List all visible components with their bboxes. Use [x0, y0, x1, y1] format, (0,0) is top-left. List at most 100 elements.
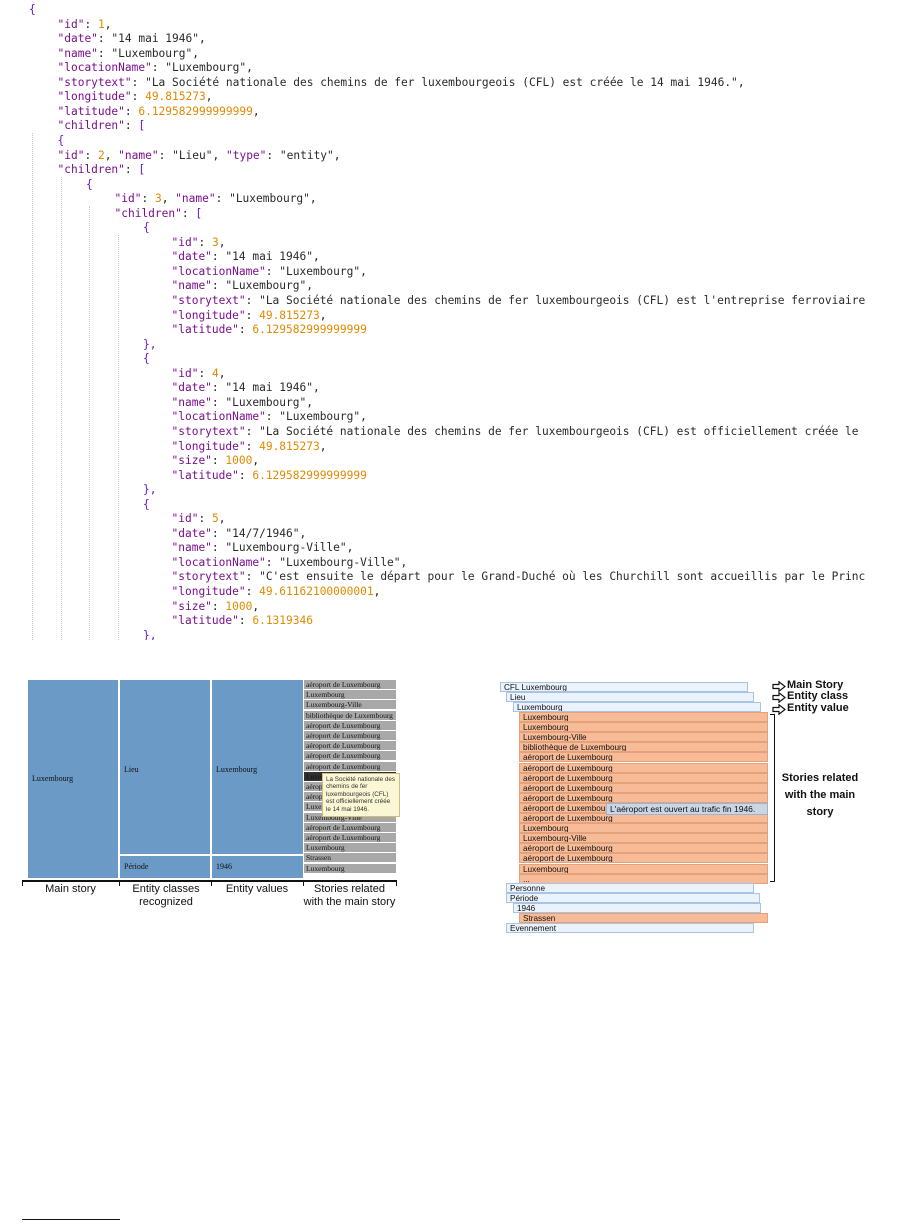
tree-story-row[interactable]: Luxembourg — [519, 823, 768, 834]
treemap-story-cell[interactable]: aéroport de Luxembourg — [304, 751, 396, 762]
tree-story-row[interactable]: aéroport de Luxembourg — [519, 853, 768, 864]
treemap-value-1946[interactable]: 1946 — [211, 855, 304, 879]
code-token: , — [299, 526, 307, 540]
code-token: 3 — [154, 192, 162, 206]
code-token: "Luxembourg" — [225, 395, 307, 409]
code-token: : — [198, 512, 212, 526]
code-token: "La Société nationale des chemins de fer… — [145, 75, 738, 89]
tree-story-row[interactable]: Luxembourg — [519, 712, 768, 722]
treemap-story-cell[interactable]: Luxembourg-Ville — [304, 700, 396, 711]
code-line: "name": "Luxembourg", — [172, 395, 313, 410]
code-token: "id" — [171, 235, 199, 249]
code-token: , — [252, 104, 260, 118]
code-token: "date" — [171, 526, 212, 540]
tree-story-row[interactable]: aéroport de Luxembourg — [519, 762, 768, 773]
tree-story-row[interactable]: aéroport de Luxembourg — [519, 752, 768, 763]
treemap-story-cell[interactable]: Strassen — [304, 853, 396, 864]
stories-bracket — [770, 714, 775, 882]
tree-story-row[interactable]: Luxembourg-Ville — [519, 732, 768, 743]
code-token: "Luxembourg" — [165, 61, 247, 75]
treemap-main-story[interactable]: Luxembourg — [27, 679, 119, 879]
code-line: "children": [ — [115, 206, 203, 221]
code-token: { — [86, 177, 93, 191]
code-line: "date": "14 mai 1946", — [58, 31, 206, 46]
code-token: , — [161, 192, 176, 206]
treemap-story-cell[interactable]: Luxembourg — [304, 690, 396, 701]
legend-main-story: Main Story — [787, 679, 844, 691]
code-token: , — [309, 192, 317, 206]
treemap-axis-line — [22, 880, 397, 882]
treemap-axis-tick — [211, 880, 212, 886]
treemap-story-cell[interactable]: Luxembourg-Ville — [304, 812, 396, 823]
code-token: : — [124, 119, 139, 133]
tree-story-row[interactable]: aéroport de Luxembourg — [519, 772, 768, 783]
legend-entity-class: Entity class — [787, 690, 849, 702]
treemap-story-cell[interactable]: bibliothèque de Luxembourg — [304, 710, 396, 721]
code-token: 1000 — [225, 454, 253, 468]
code-token: 6.129582999999999 — [252, 468, 367, 482]
code-line: "latitude": 6.1319346 — [172, 613, 313, 628]
indent-guide — [89, 205, 90, 640]
code-token: 1000 — [225, 599, 253, 613]
code-token: , — [373, 585, 381, 598]
code-token: , — [360, 410, 367, 424]
code-token: : — [238, 323, 253, 337]
tree-story-row[interactable]: aéroport de Luxembourg — [519, 843, 768, 854]
tree-root-main-story[interactable]: CFL Luxembourg — [500, 682, 748, 692]
treemap-story-cell[interactable]: Luxembourg — [304, 863, 396, 874]
code-token: "Luxembourg" — [279, 410, 361, 424]
code-token: : — [151, 61, 166, 75]
treemap-story-cell[interactable]: aéroport de Luxembourg — [304, 761, 396, 772]
tree-story-row[interactable]: aéroport de Luxembourg — [519, 792, 768, 803]
tree-story-row[interactable]: Luxembourg — [519, 863, 768, 874]
code-token: : — [265, 555, 280, 569]
treemap-story-cell[interactable]: aéroport de Luxembourg — [304, 731, 396, 741]
code-token: : — [245, 424, 260, 438]
tree-class-periode[interactable]: Période — [506, 893, 760, 903]
treemap-value-luxembourg[interactable]: Luxembourg — [211, 679, 304, 855]
tree-story-row[interactable]: aéroport de Luxembourg — [519, 782, 768, 793]
treemap-story-cell[interactable]: aéroport de Luxembourg — [304, 720, 396, 731]
code-token: : — [266, 148, 280, 162]
code-line: "storytext": "La Société nationale des c… — [172, 424, 859, 439]
tree-story-strassen[interactable]: Strassen — [519, 913, 768, 923]
tree-class-evenement[interactable]: Evennement — [506, 923, 754, 933]
treemap-story-cell[interactable]: Luxembourg — [304, 843, 396, 854]
treemap-class-lieu[interactable]: Lieu — [119, 679, 211, 855]
code-token: "14 mai 1946" — [225, 250, 313, 264]
tree-tooltip: L'aéroport est ouvert au trafic fin 1946… — [606, 803, 768, 815]
treemap-story-cell[interactable]: aéroport de Luxembourg — [304, 741, 396, 752]
code-token: "Luxembourg" — [279, 264, 361, 278]
arrow-right-icon — [772, 704, 786, 715]
code-token: , — [737, 75, 745, 89]
tree-story-row[interactable]: Luxembourg-Ville — [519, 833, 768, 844]
code-token: 5 — [211, 512, 219, 526]
code-line: "id": 3, "name": "Luxembourg", — [115, 191, 317, 206]
tree-class-personne[interactable]: Personne — [506, 883, 754, 893]
code-line: "storytext": "La Société nationale des c… — [172, 293, 866, 308]
tree-value-luxembourg[interactable]: Luxembourg — [513, 702, 761, 712]
tree-value-1946[interactable]: 1946 — [513, 903, 761, 913]
code-token: : — [265, 264, 280, 278]
code-token: "id" — [171, 366, 199, 380]
tree-story-row[interactable]: Luxembourg — [519, 722, 768, 733]
code-line: "name": "Luxembourg", — [58, 46, 199, 61]
tree-story-row[interactable]: bibliothèque de Luxembourg — [519, 742, 768, 753]
code-token: "id" — [171, 512, 199, 526]
code-token: , — [312, 381, 320, 395]
code-token: "locationName" — [171, 410, 266, 424]
treemap-story-cell[interactable]: aéroport de Luxembourg — [304, 822, 396, 833]
treemap-story-cell[interactable]: aéroport de Luxembourg — [304, 833, 396, 843]
code-token: , — [218, 366, 226, 380]
code-token: "longitude" — [171, 308, 246, 322]
code-token: , — [246, 61, 253, 75]
code-token: : — [158, 148, 173, 162]
treemap-axis-tick — [22, 880, 23, 886]
treemap-story-cell[interactable]: aéroport de Luxembourg — [304, 680, 396, 690]
code-token: : — [211, 279, 226, 293]
code-token: : — [141, 192, 155, 206]
code-line: "id": 2, "name": "Lieu", "type": "entity… — [58, 148, 341, 163]
treemap-class-periode[interactable]: Période — [119, 855, 211, 879]
code-line: { — [29, 2, 36, 17]
tree-class-lieu[interactable]: Lieu — [506, 692, 754, 702]
